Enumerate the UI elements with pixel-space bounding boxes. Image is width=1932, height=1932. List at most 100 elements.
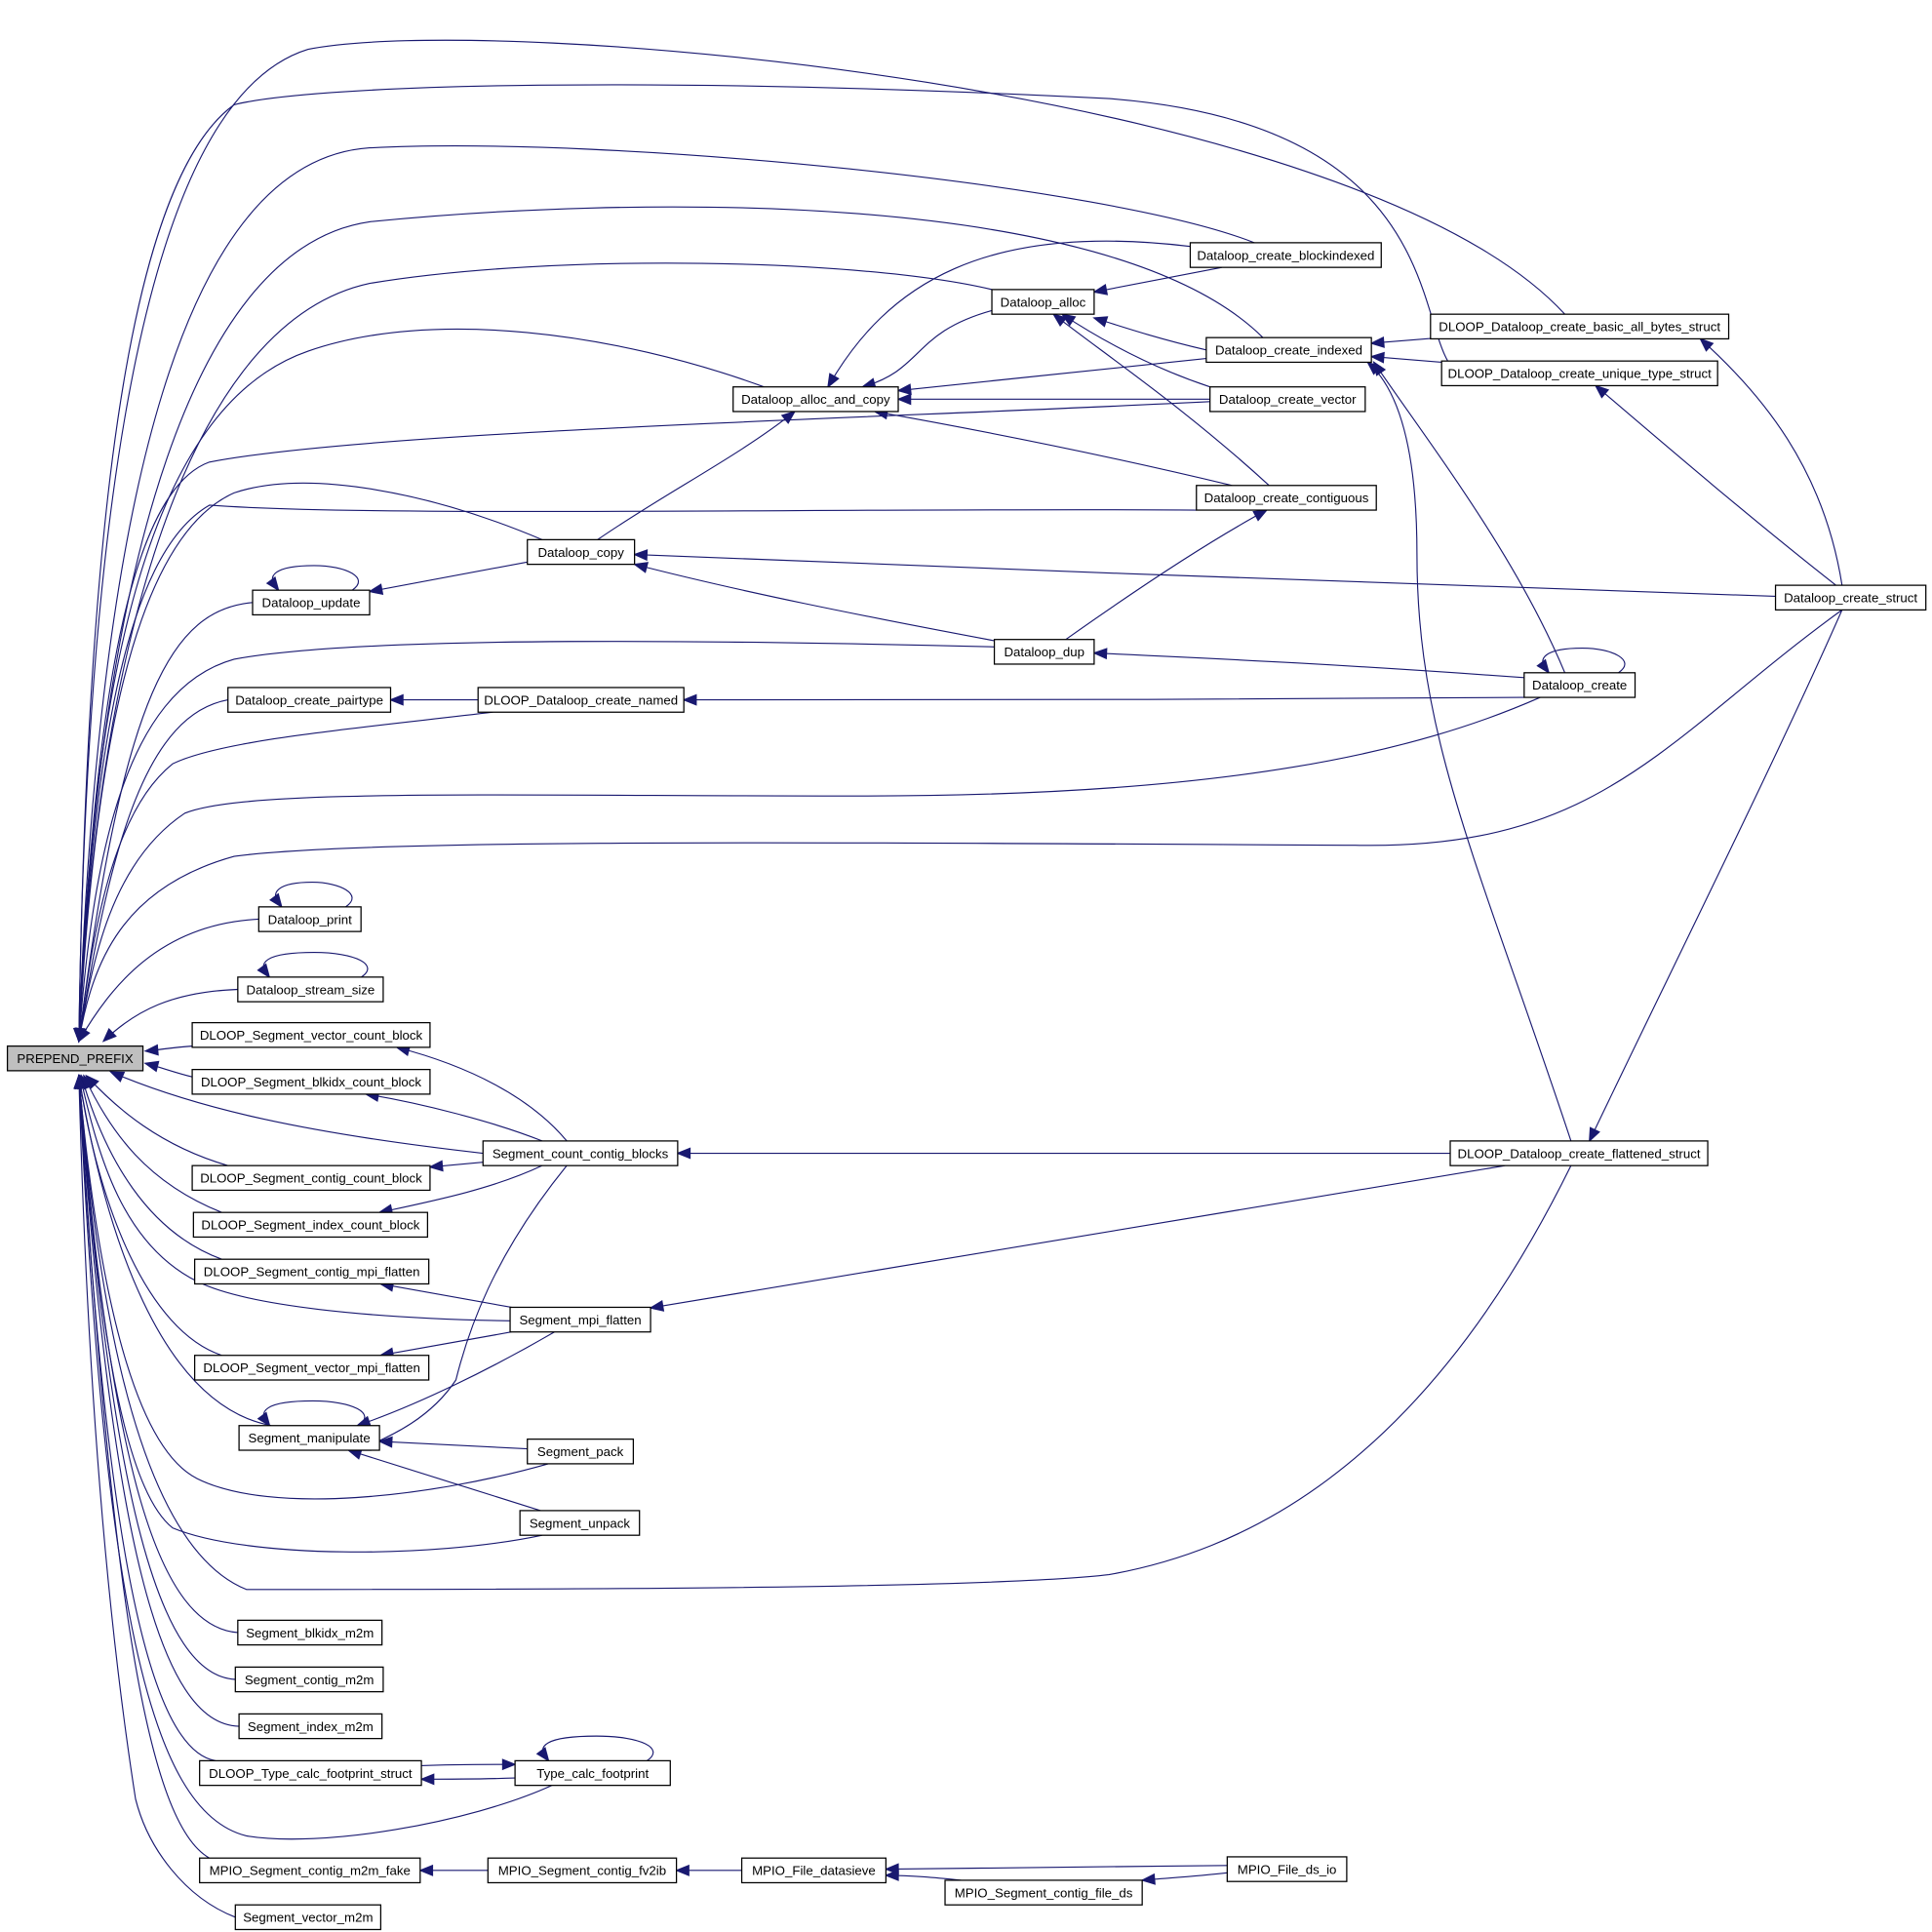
node-box[interactable] [191,1068,431,1095]
node-box[interactable] [237,1619,383,1646]
graph-node[interactable]: Dataloop_dup [993,639,1095,665]
node-box[interactable] [514,1759,671,1787]
graph-node[interactable]: DLOOP_Segment_contig_mpi_flatten [193,1258,430,1285]
graph-node[interactable]: MPIO_Segment_contig_fv2ib [487,1857,678,1884]
graph-node[interactable]: Segment_mpi_flatten [509,1306,651,1333]
graph-node[interactable]: DLOOP_Segment_vector_mpi_flatten [193,1355,430,1381]
graph-node[interactable]: DLOOP_Dataloop_create_flattened_struct [1449,1140,1709,1166]
graph-node[interactable]: Dataloop_create_struct [1774,584,1927,611]
graph-node[interactable]: Segment_blkidx_m2m [237,1619,383,1646]
node-box[interactable] [199,1759,422,1787]
node-box[interactable] [527,538,636,566]
node-box[interactable] [1189,242,1382,268]
graph-node[interactable]: Segment_pack [527,1439,635,1465]
node-box[interactable] [944,1879,1143,1906]
graph-node[interactable]: DLOOP_Segment_contig_count_block [191,1164,431,1192]
node-box[interactable] [234,1666,384,1693]
node-box[interactable] [193,1355,430,1381]
arrowhead-icon [428,1160,444,1172]
edge-Dataloop_create_struct-to-DLOOP_Dataloop_create_flattened_struct [1589,610,1843,1142]
edge-Dataloop_copy-to-Dataloop_update [369,561,528,593]
node-box[interactable] [527,1439,635,1465]
node-box[interactable] [1523,672,1636,698]
graph-node[interactable]: MPIO_File_datasieve [740,1857,887,1884]
node-box[interactable] [1205,336,1372,364]
node-box[interactable] [193,1258,430,1285]
graph-node[interactable]: DLOOP_Dataloop_create_named [477,687,685,713]
graph-node[interactable]: Dataloop_alloc [991,289,1095,315]
node-box[interactable] [1774,584,1927,611]
graph-node[interactable]: Dataloop_alloc_and_copy [732,386,899,413]
node-box[interactable] [1226,1856,1348,1882]
edge-Segment_mpi_flatten-to-DLOOP_Segment_vector_mpi_flatten [380,1331,512,1357]
graph-node[interactable]: Dataloop_create_vector [1209,386,1366,413]
graph-node[interactable]: Dataloop_print [257,906,362,932]
graph-node[interactable]: Segment_vector_m2m [234,1904,382,1931]
node-box[interactable] [199,1857,421,1884]
graph-node[interactable]: DLOOP_Dataloop_create_basic_all_bytes_st… [1430,313,1730,340]
graph-node[interactable]: Type_calc_footprint [514,1759,671,1787]
graph-node[interactable]: DLOOP_Segment_vector_count_block [191,1021,431,1048]
root-node[interactable]: PREPEND_PREFIX [6,1045,144,1072]
graph-node[interactable]: Segment_contig_m2m [234,1666,384,1693]
graph-node[interactable]: Dataloop_copy [527,538,636,566]
node-box[interactable] [237,976,384,1003]
edge-Segment_count_contig_blocks-to-Segment_manipulate [357,1164,568,1451]
node-box[interactable] [1209,386,1366,413]
edge-Dataloop_create_blockindexed-to-Dataloop_alloc [1093,266,1222,293]
node-box[interactable] [1440,360,1718,387]
node-box[interactable] [252,589,371,616]
graph-node[interactable]: Dataloop_create [1523,672,1636,698]
edge-DLOOP_Segment_index_count_block-to-PREPEND_PREFIX [83,1075,222,1213]
graph-node[interactable]: Segment_index_m2m [238,1713,383,1740]
node-box[interactable] [991,289,1095,315]
arrowhead-icon [1589,1126,1600,1143]
graph-node[interactable]: DLOOP_Dataloop_create_unique_type_struct [1440,360,1718,387]
graph-node[interactable]: DLOOP_Type_calc_footprint_struct [199,1759,422,1787]
node-box[interactable] [993,639,1095,665]
graph-node[interactable]: MPIO_Segment_contig_m2m_fake [199,1857,421,1884]
node-box[interactable] [191,1021,431,1048]
graph-node[interactable]: Dataloop_create_pairtype [227,687,392,713]
node-box[interactable] [519,1510,641,1536]
node-box[interactable] [487,1857,678,1884]
arrowhead-icon [682,693,697,706]
node-box[interactable] [192,1211,429,1239]
node-box[interactable] [740,1857,887,1884]
edge-Dataloop_create-to-PREPEND_PREFIX [78,696,1541,1042]
node-box[interactable] [1449,1140,1709,1166]
graph-node[interactable]: Segment_count_contig_blocks [482,1140,679,1166]
graph-node[interactable]: DLOOP_Segment_index_count_block [192,1211,429,1239]
graph-node[interactable]: MPIO_File_ds_io [1226,1856,1348,1882]
node-box[interactable] [477,687,685,713]
graph-node[interactable]: Segment_manipulate [238,1425,380,1451]
node-label: Dataloop_alloc [1001,295,1086,309]
node-box[interactable] [732,386,899,413]
node-box[interactable] [1430,313,1730,340]
node-box[interactable] [234,1904,382,1931]
graph-node[interactable]: Dataloop_create_indexed [1205,336,1372,364]
node-box[interactable] [6,1045,144,1072]
node-box[interactable] [509,1306,651,1333]
edge-Dataloop_dup-to-Dataloop_copy [634,564,995,642]
graph-node[interactable]: DLOOP_Segment_blkidx_count_block [191,1068,431,1095]
arrowhead-icon [1369,351,1385,364]
edge-Dataloop_create-to-Dataloop_create [1542,647,1626,674]
graph-node[interactable]: Dataloop_update [252,589,371,616]
node-box[interactable] [257,906,362,932]
node-box[interactable] [482,1140,679,1166]
node-box[interactable] [238,1425,380,1451]
graph-node[interactable]: MPIO_Segment_contig_file_ds [944,1879,1143,1906]
graph-node[interactable]: Dataloop_stream_size [237,976,384,1003]
node-box[interactable] [191,1164,431,1192]
edge-DLOOP_Dataloop_create_flattened_struct-to-Dataloop_create_indexed [1366,362,1572,1142]
node-box[interactable] [227,687,392,713]
graph-node[interactable]: Segment_unpack [519,1510,641,1536]
node-box[interactable] [238,1713,383,1740]
graph-node[interactable]: Dataloop_create_blockindexed [1189,242,1382,268]
arrowhead-icon [101,1028,117,1043]
arrowhead-icon [418,1864,434,1876]
node-box[interactable] [1196,485,1377,511]
graph-node[interactable]: Dataloop_create_contiguous [1196,485,1377,511]
node-label: DLOOP_Segment_vector_mpi_flatten [203,1360,419,1375]
